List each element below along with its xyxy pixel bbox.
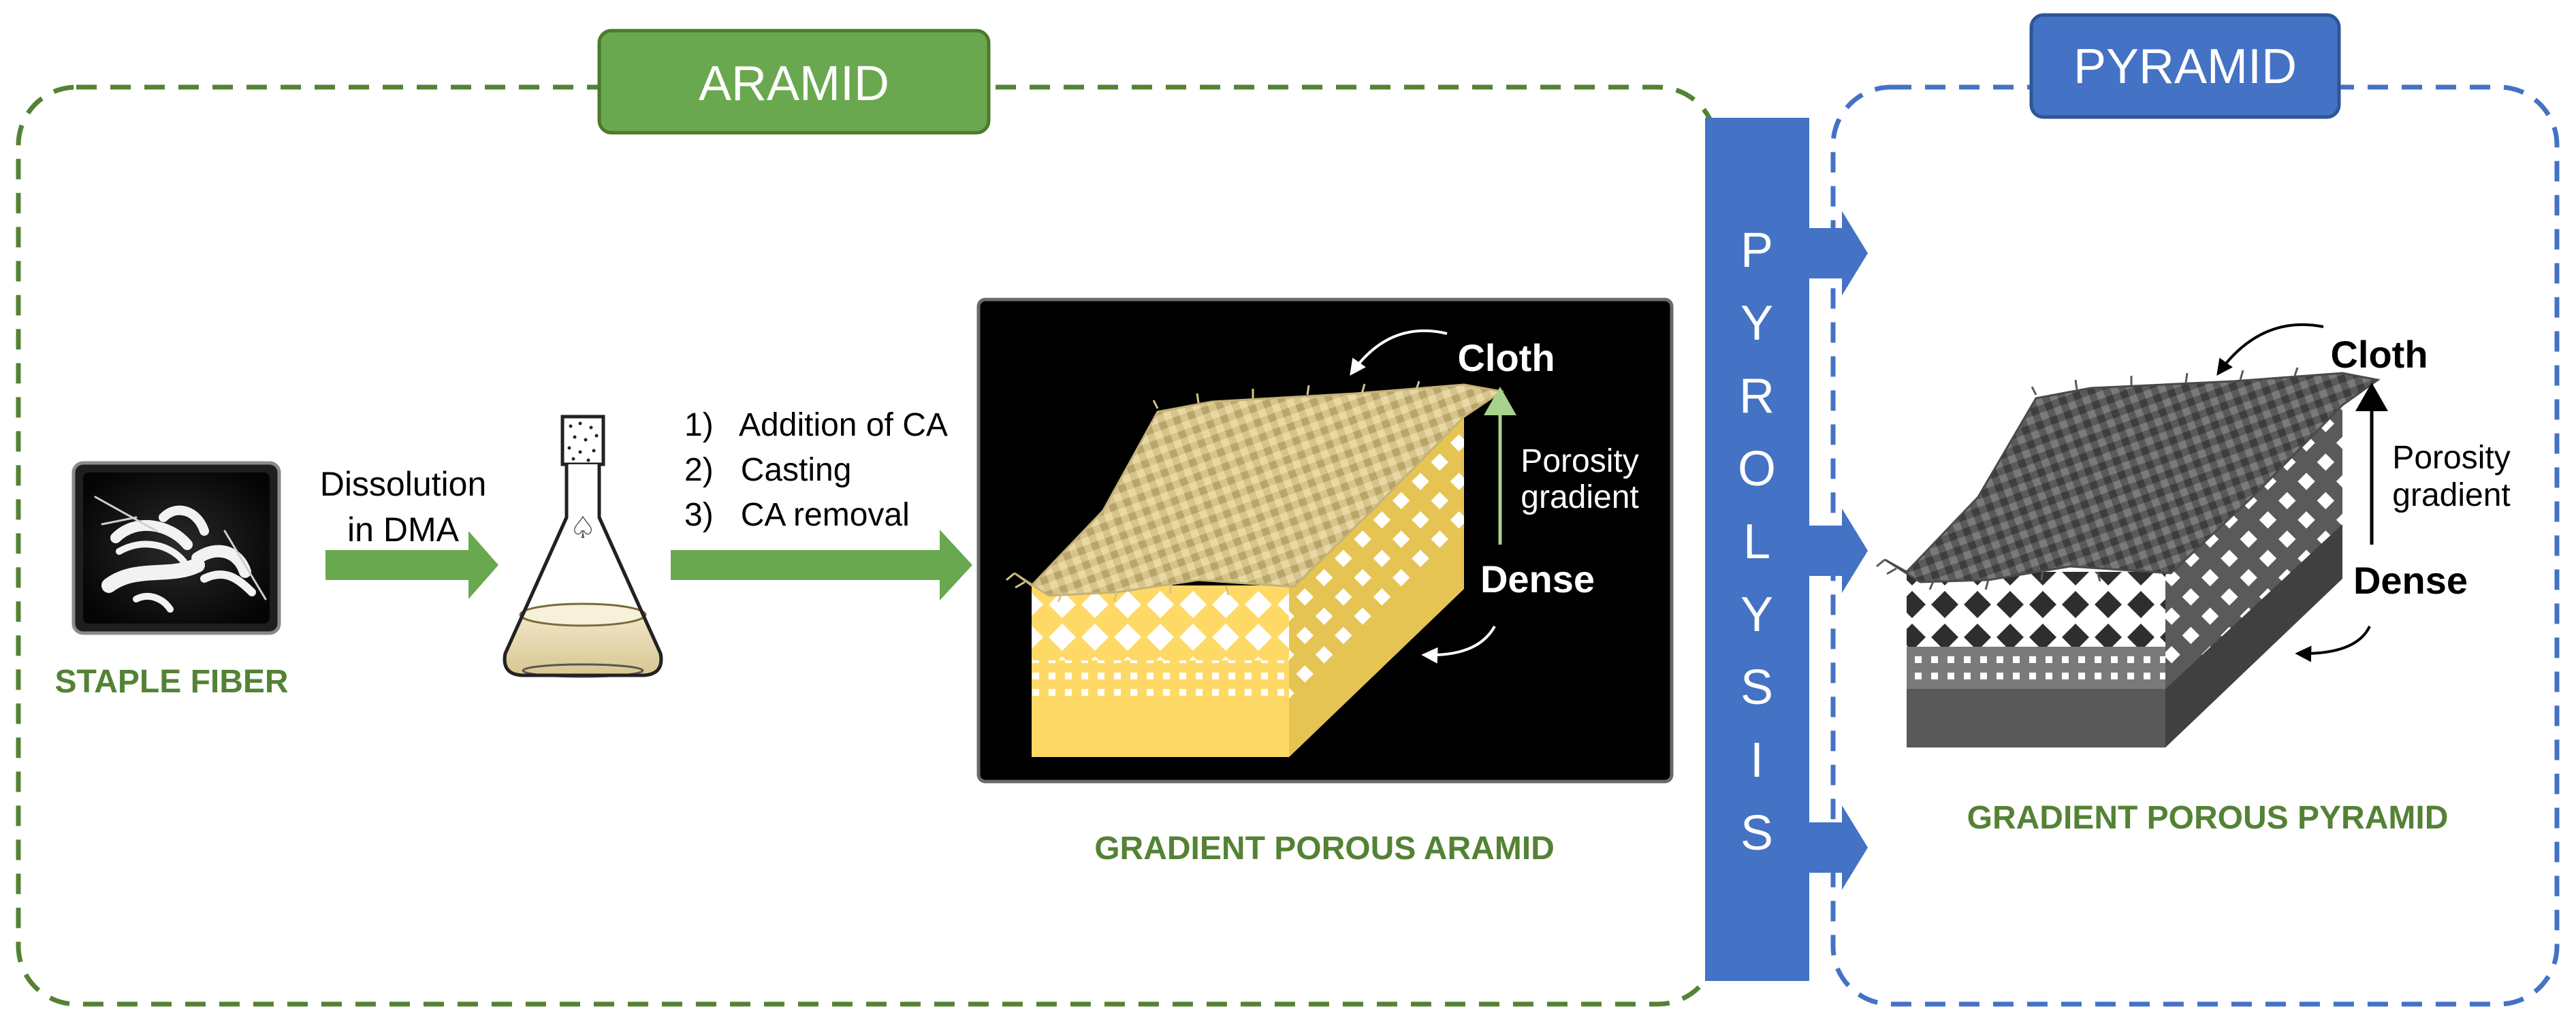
step-3: 3) CA removal — [684, 497, 910, 533]
pyrolysis-letter: S — [1740, 660, 1773, 715]
pyrolysis-letter: R — [1739, 369, 1775, 423]
aramid-title: ARAMID — [699, 57, 889, 111]
pyrolysis-letter: L — [1743, 515, 1770, 569]
pyrolysis-letter: O — [1738, 442, 1776, 496]
step-1: 1) Addition of CA — [684, 407, 948, 443]
aramid-cloth-label: Cloth — [1457, 336, 1555, 379]
aramid-porosity-label-line1: Porosity — [1521, 443, 1638, 479]
pyrolysis-bar — [1705, 118, 1868, 981]
pyrolysis-letter: Y — [1740, 588, 1773, 642]
pyramid-porosity-label-line1: Porosity — [2392, 440, 2510, 476]
pyramid-block-label: GRADIENT POROUS PYRAMID — [1967, 800, 2449, 836]
flask-icon: ♤ — [503, 415, 663, 678]
dissolution-arrow — [325, 531, 498, 599]
dissolution-label-line2: in DMA — [347, 511, 460, 549]
pyrolysis-letter: S — [1740, 806, 1773, 860]
aramid-dense-curve-arrow — [1421, 626, 1496, 664]
aramid-block-label: GRADIENT POROUS ARAMID — [1094, 831, 1555, 867]
staple-fiber-image — [71, 461, 281, 635]
step-2: 2) Casting — [684, 452, 851, 488]
aramid-dense-label: Dense — [1480, 558, 1595, 600]
aramid-porosity-arrow — [1484, 387, 1516, 545]
aramid-block-image — [976, 297, 1674, 784]
pyramid-cloth-label: Cloth — [2330, 333, 2428, 376]
pyramid-panel-border — [1830, 84, 2560, 1007]
aramid-porosity-label-line2: gradient — [1521, 479, 1638, 515]
pyrolysis-letter: I — [1750, 733, 1764, 788]
staple-fiber-label: STAPLE FIBER — [54, 664, 288, 700]
casting-arrow — [671, 530, 972, 600]
pyramid-porosity-arrow — [2355, 383, 2388, 545]
pyramid-cloth-curve-arrow — [2216, 323, 2324, 376]
pyramid-title-badge: PYRAMID — [2029, 13, 2341, 119]
pyrolysis-letter: Y — [1740, 296, 1773, 351]
pyramid-block-image — [1876, 367, 2381, 747]
pyramid-title: PYRAMID — [2073, 39, 2297, 94]
aramid-cloth-curve-arrow — [1350, 329, 1448, 376]
svg-text:♤: ♤ — [569, 511, 596, 545]
pyramid-porosity-label-line2: gradient — [2392, 477, 2510, 513]
pyrolysis-letter: P — [1740, 223, 1773, 278]
pyramid-dense-curve-arrow — [2295, 626, 2371, 662]
aramid-title-badge: ARAMID — [597, 29, 991, 135]
pyramid-dense-label: Dense — [2353, 559, 2468, 602]
dissolution-label-line1: Dissolution — [320, 465, 487, 503]
